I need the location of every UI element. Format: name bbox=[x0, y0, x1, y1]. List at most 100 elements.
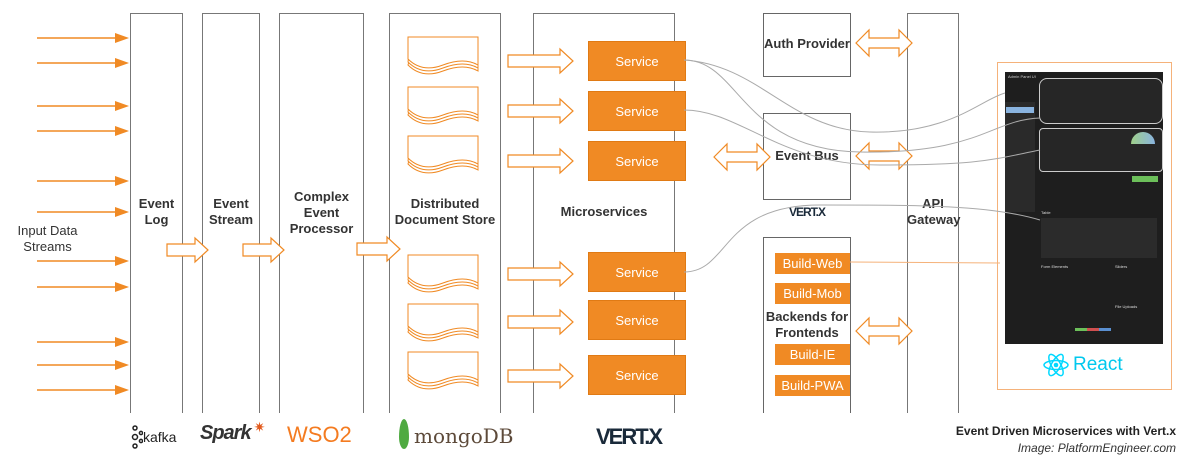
input-label-line: Streams bbox=[23, 239, 72, 254]
mongodb-leaf-icon bbox=[399, 419, 409, 449]
mongodb-logo: mongoDB bbox=[414, 424, 514, 448]
service-box: Service bbox=[588, 300, 686, 340]
dashboard-section-label: Sliders bbox=[1115, 264, 1128, 269]
flow-arrow bbox=[242, 236, 285, 264]
dashboard-section-label: File Uploads bbox=[1115, 304, 1138, 309]
api-gateway-column bbox=[907, 13, 959, 413]
label-line: Gateway bbox=[907, 212, 961, 227]
label-line: Stream bbox=[208, 212, 254, 227]
document-icon bbox=[407, 36, 479, 69]
event-bus-label: Event Bus bbox=[775, 148, 839, 163]
gauge bbox=[1131, 132, 1155, 144]
label-line: API bbox=[922, 196, 944, 211]
backends-gateway-arrow bbox=[855, 316, 913, 346]
input-arrowhead bbox=[115, 360, 129, 370]
auth-provider-box bbox=[763, 13, 851, 77]
bar-chart-panel bbox=[1039, 78, 1163, 124]
admin-dashboard-thumbnail: Admin Panel UI Table Form Elements Slide… bbox=[1005, 72, 1163, 344]
label-line: Event bbox=[213, 196, 249, 211]
spark-logo-text: Spark bbox=[200, 422, 252, 444]
label-line: Backends for bbox=[765, 309, 849, 324]
dashboard-title: Admin Panel UI bbox=[1008, 74, 1036, 79]
input-arrowhead bbox=[115, 58, 129, 68]
document-icon bbox=[407, 135, 479, 168]
gray-connector bbox=[683, 59, 1041, 153]
doc-to-service-arrow bbox=[507, 147, 574, 175]
input-arrowhead bbox=[115, 101, 129, 111]
service-box: Service bbox=[588, 141, 686, 181]
spark-star-icon: ✷ bbox=[253, 419, 266, 435]
document-icon bbox=[407, 303, 479, 336]
auth-provider-label: Auth Provider bbox=[764, 36, 850, 51]
eventbus-gateway-arrow bbox=[855, 141, 913, 171]
flow-arrow bbox=[356, 235, 401, 263]
react-atom-icon bbox=[1043, 353, 1069, 377]
gray-connector bbox=[683, 204, 1041, 273]
microservices-eventbus-arrow bbox=[713, 142, 771, 172]
caption-title: Event Driven Microservices with Vert.x bbox=[955, 424, 1176, 438]
microservices-label: Microservices bbox=[560, 204, 648, 219]
build-web: Build-Web bbox=[775, 253, 850, 274]
frontend-frame bbox=[997, 62, 1172, 390]
table-panel bbox=[1041, 218, 1157, 258]
dashboard-section-label: Table bbox=[1041, 210, 1051, 215]
build-mob: Build-Mob bbox=[775, 283, 850, 304]
input-arrowhead bbox=[115, 33, 129, 43]
doc-to-service-arrow bbox=[507, 47, 574, 75]
label-line: Event bbox=[303, 205, 340, 220]
dashboard-section-label: Form Elements bbox=[1041, 264, 1069, 269]
label-line: Processor bbox=[289, 221, 354, 236]
cep-column bbox=[279, 13, 364, 413]
input-arrowhead bbox=[115, 176, 129, 186]
build-ie: Build-IE bbox=[775, 344, 850, 365]
vertx-logo: VERT.X bbox=[596, 424, 663, 449]
flow-arrow bbox=[166, 236, 209, 264]
react-logo-text: React bbox=[1073, 354, 1123, 375]
service-box: Service bbox=[588, 41, 686, 81]
label-line: Frontends bbox=[775, 325, 839, 340]
green-button bbox=[1132, 176, 1158, 182]
input-arrowhead bbox=[115, 337, 129, 347]
service-box: Service bbox=[588, 355, 686, 395]
doc-to-service-arrow bbox=[507, 362, 574, 390]
input-arrowhead bbox=[115, 126, 129, 136]
label-line: Document Store bbox=[394, 212, 496, 227]
input-arrowhead bbox=[115, 256, 129, 266]
doc-store-column bbox=[389, 13, 501, 413]
document-icon bbox=[407, 86, 479, 119]
dashboard-sidebar-active bbox=[1006, 107, 1034, 113]
event-log-column bbox=[130, 13, 183, 413]
gray-connector bbox=[683, 109, 1041, 166]
event-stream-column bbox=[202, 13, 260, 413]
kafka-logo: kafka bbox=[131, 425, 176, 449]
doc-to-service-arrow bbox=[507, 260, 574, 288]
auth-gateway-arrow bbox=[855, 28, 913, 58]
gray-connector bbox=[683, 59, 1006, 133]
service-box: Service bbox=[588, 252, 686, 292]
input-arrowhead bbox=[115, 282, 129, 292]
doc-to-service-arrow bbox=[507, 308, 574, 336]
react-logo: React bbox=[1042, 352, 1123, 378]
document-icon bbox=[407, 351, 479, 384]
kafka-icon bbox=[131, 425, 143, 449]
build-pwa: Build-PWA bbox=[775, 375, 850, 396]
label-line: Complex bbox=[294, 189, 349, 204]
service-box: Service bbox=[588, 91, 686, 131]
label-line: Distributed bbox=[410, 196, 480, 211]
vertx-small-logo: VERT.X bbox=[788, 205, 826, 219]
doc-to-service-arrow bbox=[507, 97, 574, 125]
document-icon bbox=[407, 254, 479, 287]
form-buttons bbox=[1075, 328, 1111, 331]
input-label: Input Data Streams bbox=[10, 223, 85, 255]
input-label-line: Input Data bbox=[17, 223, 78, 238]
build-web-connector bbox=[849, 261, 1001, 264]
spark-logo: Spark ✷ bbox=[200, 420, 265, 445]
